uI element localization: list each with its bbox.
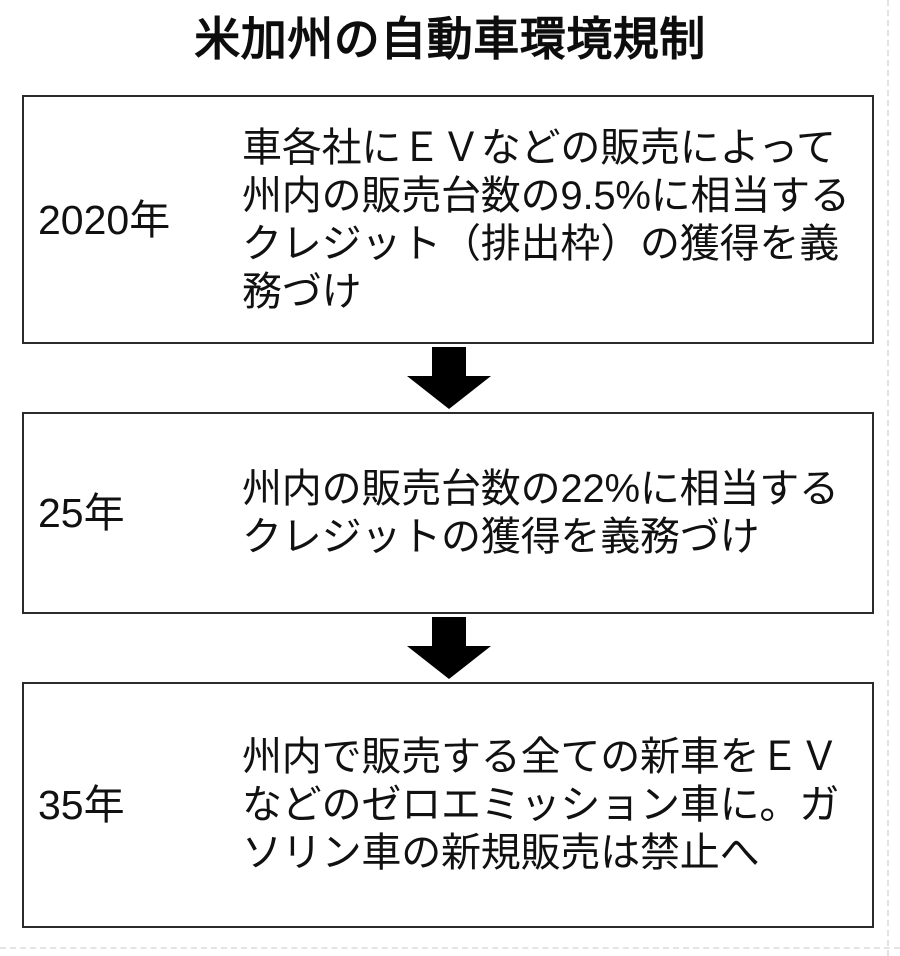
page-title: 米加州の自動車環境規制 <box>194 13 706 65</box>
arrow-down-icon <box>407 347 491 409</box>
step-description: 州内で販売する全ての新車をＥＶなどのゼロエミッション車に。ガソリン車の新規販売は… <box>242 735 839 875</box>
step-year-label: 35年 <box>38 782 125 828</box>
arrow-down-icon <box>407 617 491 679</box>
step-description: 車各社にＥＶなどの販売によって州内の販売台数の9.5%に相当するクレジット（排出… <box>242 125 850 314</box>
arrow-head <box>407 646 491 679</box>
timeline-step-25: 25年 州内の販売台数の22%に相当するクレジットの獲得を義務づけ <box>22 412 874 614</box>
page-edge-rule-right <box>887 0 889 956</box>
step-year-label: 2020年 <box>38 196 171 243</box>
timeline-step-2020: 2020年 車各社にＥＶなどの販売によって州内の販売台数の9.5%に相当するクレ… <box>22 95 874 344</box>
step-year-label: 25年 <box>38 490 125 536</box>
connector-2020-to-25 <box>22 344 874 412</box>
connector-25-to-35 <box>22 614 874 682</box>
regulation-timeline: 2020年 車各社にＥＶなどの販売によって州内の販売台数の9.5%に相当するクレ… <box>22 95 874 928</box>
arrow-head <box>407 376 491 409</box>
arrow-shaft <box>432 347 466 377</box>
timeline-step-35: 35年 州内で販売する全ての新車をＥＶなどのゼロエミッション車に。ガソリン車の新… <box>22 682 874 928</box>
step-description: 州内の販売台数の22%に相当するクレジットの獲得を義務づけ <box>242 467 839 559</box>
arrow-shaft <box>432 617 466 647</box>
page-edge-rule-bottom <box>0 947 900 949</box>
